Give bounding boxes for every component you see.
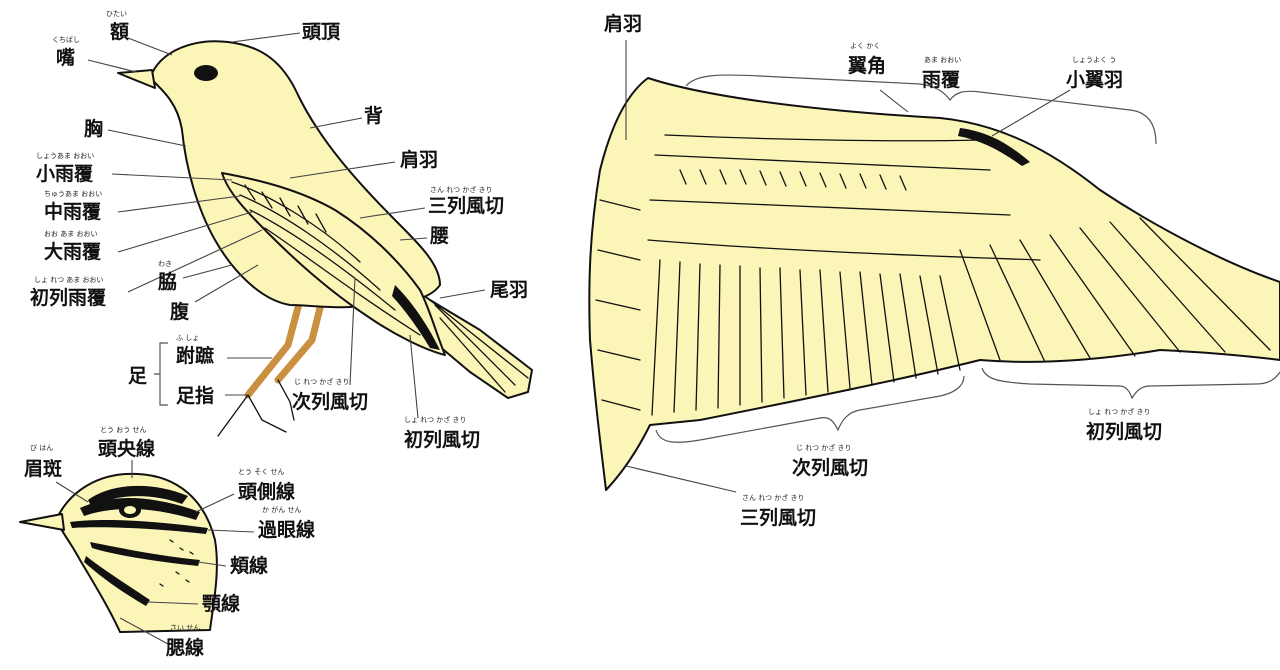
wing-coverts-ruby: あま おおい	[924, 56, 961, 64]
wing-alula-label: 小翼羽	[1066, 69, 1123, 91]
cheek-stripe-label: 頬線	[230, 554, 268, 577]
wing-tertials-ruby: さん れつ かざ きり	[742, 493, 805, 502]
cheek-stripe-mark	[90, 542, 200, 566]
wing-illustration	[588, 77, 1280, 491]
wing-scapular-lines	[595, 199, 641, 411]
median-crown-stripe-ruby: とう おう せん	[100, 426, 146, 434]
side-labels: ひたい 額 頭頂 くちばし 嘴 背 胸 肩羽 しょうあま おおい 小雨覆 さん …	[30, 10, 528, 451]
bird-leg-back	[274, 296, 326, 384]
lesser-coverts-ruby: しょうあま おおい	[36, 152, 94, 160]
malar-stripe-label: 顎線	[202, 592, 240, 615]
bill-label: 嘴	[56, 47, 75, 69]
leg-label: 足	[128, 365, 148, 387]
wing-dark-primaries	[392, 285, 440, 350]
head-labels: とう おう せん 頭央線 び はん 眉斑 とう そく せん 頭側線 か がん せ…	[24, 426, 315, 659]
lateral-crown-stripe-label: 頭側線	[238, 480, 295, 503]
flank-ruby: わき	[158, 260, 172, 268]
head-speckles	[159, 539, 194, 587]
wing-scapulars-label: 肩羽	[604, 12, 642, 35]
wing-bend-ruby: よく かく	[850, 42, 880, 50]
eye-stripe-ruby: か がん せん	[262, 505, 301, 514]
throat-stripe-ruby: さい せん	[170, 624, 200, 632]
crown-label: 頭頂	[302, 21, 341, 43]
tarsus-ruby: ふ しょ	[176, 334, 199, 342]
greater-coverts-label: 大雨覆	[44, 240, 102, 263]
primaries-ruby: しょ れつ かざ きり	[404, 415, 467, 424]
bird-wing	[221, 172, 446, 356]
head-leader-lines	[55, 460, 255, 645]
throat-stripe-label: 腮線	[165, 636, 204, 659]
wing-covert-rows	[647, 134, 1041, 261]
bird-leg-front	[244, 296, 304, 399]
tertials-ruby: さん れつ かざ きり	[430, 185, 493, 194]
head-illustration	[19, 472, 218, 633]
lateral-crown-stripe-ruby: とう そく せん	[238, 468, 284, 476]
wing-secondaries-label: 次列風切	[792, 456, 868, 479]
rump-label: 腰	[429, 225, 449, 247]
leg-bracket	[154, 342, 168, 406]
secondaries-brace	[655, 375, 965, 443]
toes-label: 足指	[176, 385, 214, 407]
wing-bend-label: 翼角	[847, 54, 886, 77]
median-crown-stripe-label: 頭央線	[98, 437, 155, 460]
tail-feather-lines	[429, 299, 529, 393]
bird-beak	[117, 69, 156, 89]
wing-shape	[588, 77, 1280, 491]
malar-stripe-mark	[84, 556, 150, 606]
forehead-label: 額	[110, 20, 129, 43]
wing-leader-lines	[625, 40, 1280, 493]
wing-coverts-label: 雨覆	[922, 69, 961, 91]
bill-ruby: くちばし	[52, 35, 80, 44]
head-eye-ring	[124, 506, 136, 514]
bird-toes	[217, 379, 295, 437]
forehead-ruby: ひたい	[106, 10, 127, 18]
eye-stripe-label: 過眼線	[258, 518, 315, 541]
flank-label: 脇	[158, 270, 177, 293]
eyebrow-ruby: び はん	[30, 444, 53, 452]
belly-label: 腹	[169, 300, 190, 323]
wing-alula-ruby: しょうよく う	[1072, 56, 1116, 64]
secondaries-label: 次列風切	[292, 390, 368, 413]
head-beak	[19, 513, 65, 531]
eyebrow-label: 眉斑	[24, 458, 62, 480]
median-coverts-ruby: ちゅうあま おおい	[44, 190, 102, 198]
wing-primaries-label: 初列風切	[1086, 420, 1162, 443]
wing-feather-lines	[231, 181, 421, 336]
eye-stripe-mark	[70, 520, 208, 534]
back-label: 背	[364, 104, 383, 127]
median-coverts-label: 中雨覆	[44, 200, 102, 223]
coverts-brace	[685, 74, 1157, 145]
lesser-coverts-label: 小雨覆	[36, 163, 94, 185]
wing-primaries-ruby: しょ れつ かざ きり	[1088, 407, 1151, 416]
side-leader-lines	[87, 32, 486, 419]
median-crown-stripe-mark	[88, 485, 188, 508]
wing-secondaries-ruby: じ れつ かざ きり	[796, 443, 852, 452]
bird-eye	[194, 65, 218, 81]
bird-side-illustration	[117, 40, 533, 437]
primaries-label: 初列風切	[404, 428, 480, 451]
wing-tertials-label: 三列風切	[740, 507, 816, 529]
secondaries-ruby: じ れつ かざ きり	[294, 377, 350, 386]
primary-coverts-label: 初列雨覆	[30, 286, 107, 309]
tail-label: 尾羽	[490, 279, 528, 301]
primaries-brace	[981, 367, 1280, 400]
alula-dark-mark	[958, 128, 1030, 166]
primary-coverts-ruby: しょ れつ あま おおい	[34, 276, 104, 284]
scapulars-label: 肩羽	[400, 148, 438, 171]
tarsus-label: 跗蹠	[176, 344, 214, 367]
greater-coverts-ruby: おお あま おおい	[44, 230, 97, 238]
breast-label: 胸	[84, 117, 103, 140]
tertials-label: 三列風切	[428, 195, 504, 217]
wing-labels: 肩羽 よく かく 翼角 あま おおい 雨覆 しょうよく う 小翼羽 しょ れつ …	[604, 12, 1162, 529]
wing-flight-feather-lines	[651, 217, 1271, 416]
